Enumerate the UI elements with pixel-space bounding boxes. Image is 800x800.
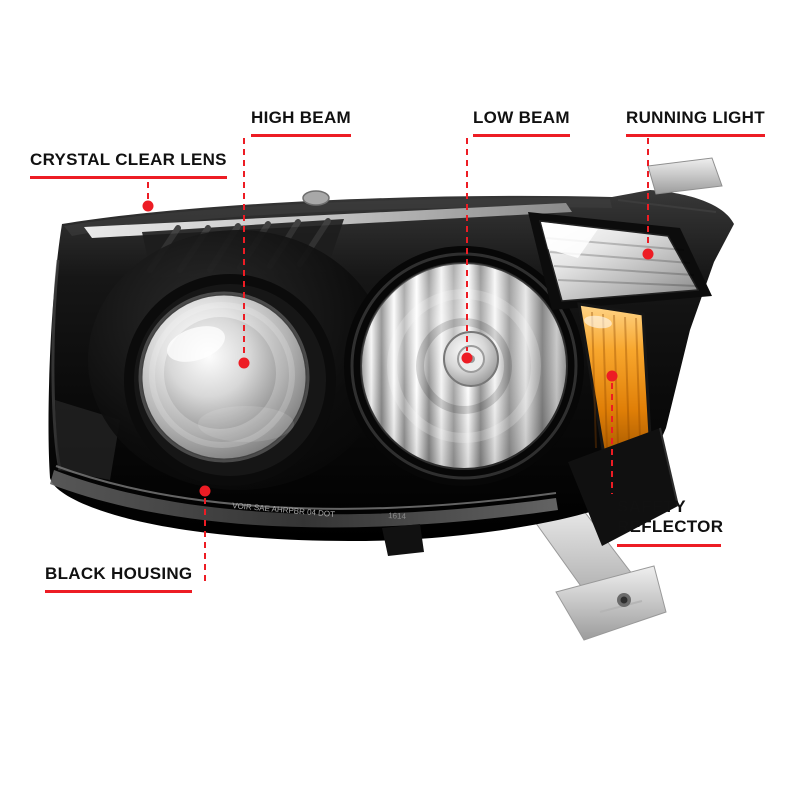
safety-reflector-label: SAFETY REFLECTOR [617, 497, 723, 547]
callout-leaders [142, 138, 654, 586]
amber-reflector-glint [584, 315, 612, 329]
lens-marking-number: 1614 [388, 511, 407, 521]
low-beam-lamp [344, 246, 584, 486]
running-light-dot [642, 248, 654, 260]
safety-reflector-dot [606, 370, 618, 382]
black-housing-dot [199, 485, 211, 497]
adjuster-cap [302, 190, 330, 206]
callout-high-beam: HIGH BEAM [251, 108, 351, 138]
housing-top-sheen [64, 198, 612, 236]
low-beam-label: LOW BEAM [473, 108, 570, 138]
high-beam-lamp [88, 230, 388, 490]
running-light-reflector [528, 212, 712, 310]
callout-low-beam: LOW BEAM [473, 108, 570, 138]
mounting-tab [647, 157, 723, 195]
black-housing-label: BLACK HOUSING [45, 564, 193, 594]
high-beam-label: HIGH BEAM [251, 108, 351, 138]
callout-black-housing: BLACK HOUSING [45, 564, 193, 594]
lens-bottom-tab [382, 524, 424, 556]
callout-crystal-clear-lens: CRYSTAL CLEAR LENS [30, 150, 227, 180]
high-beam-dot [238, 357, 250, 369]
fin-highlight [617, 199, 717, 213]
running-light-ribs [545, 237, 698, 287]
low-beam-dot [461, 352, 473, 364]
high-beam-highlight [167, 326, 225, 362]
running-light-label: RUNNING LIGHT [626, 108, 765, 138]
running-light-glint [541, 222, 598, 258]
callout-safety-reflector: SAFETY REFLECTOR [617, 497, 723, 547]
housing-corner-wedge [568, 427, 679, 546]
amber-reflector-ribs [591, 311, 641, 451]
crystal-clear-lens-dot [142, 200, 154, 212]
lens-lower-left-reflection [55, 400, 120, 480]
crystal-clear-lens-label: CRYSTAL CLEAR LENS [30, 150, 227, 180]
callout-running-light: RUNNING LIGHT [626, 108, 765, 138]
